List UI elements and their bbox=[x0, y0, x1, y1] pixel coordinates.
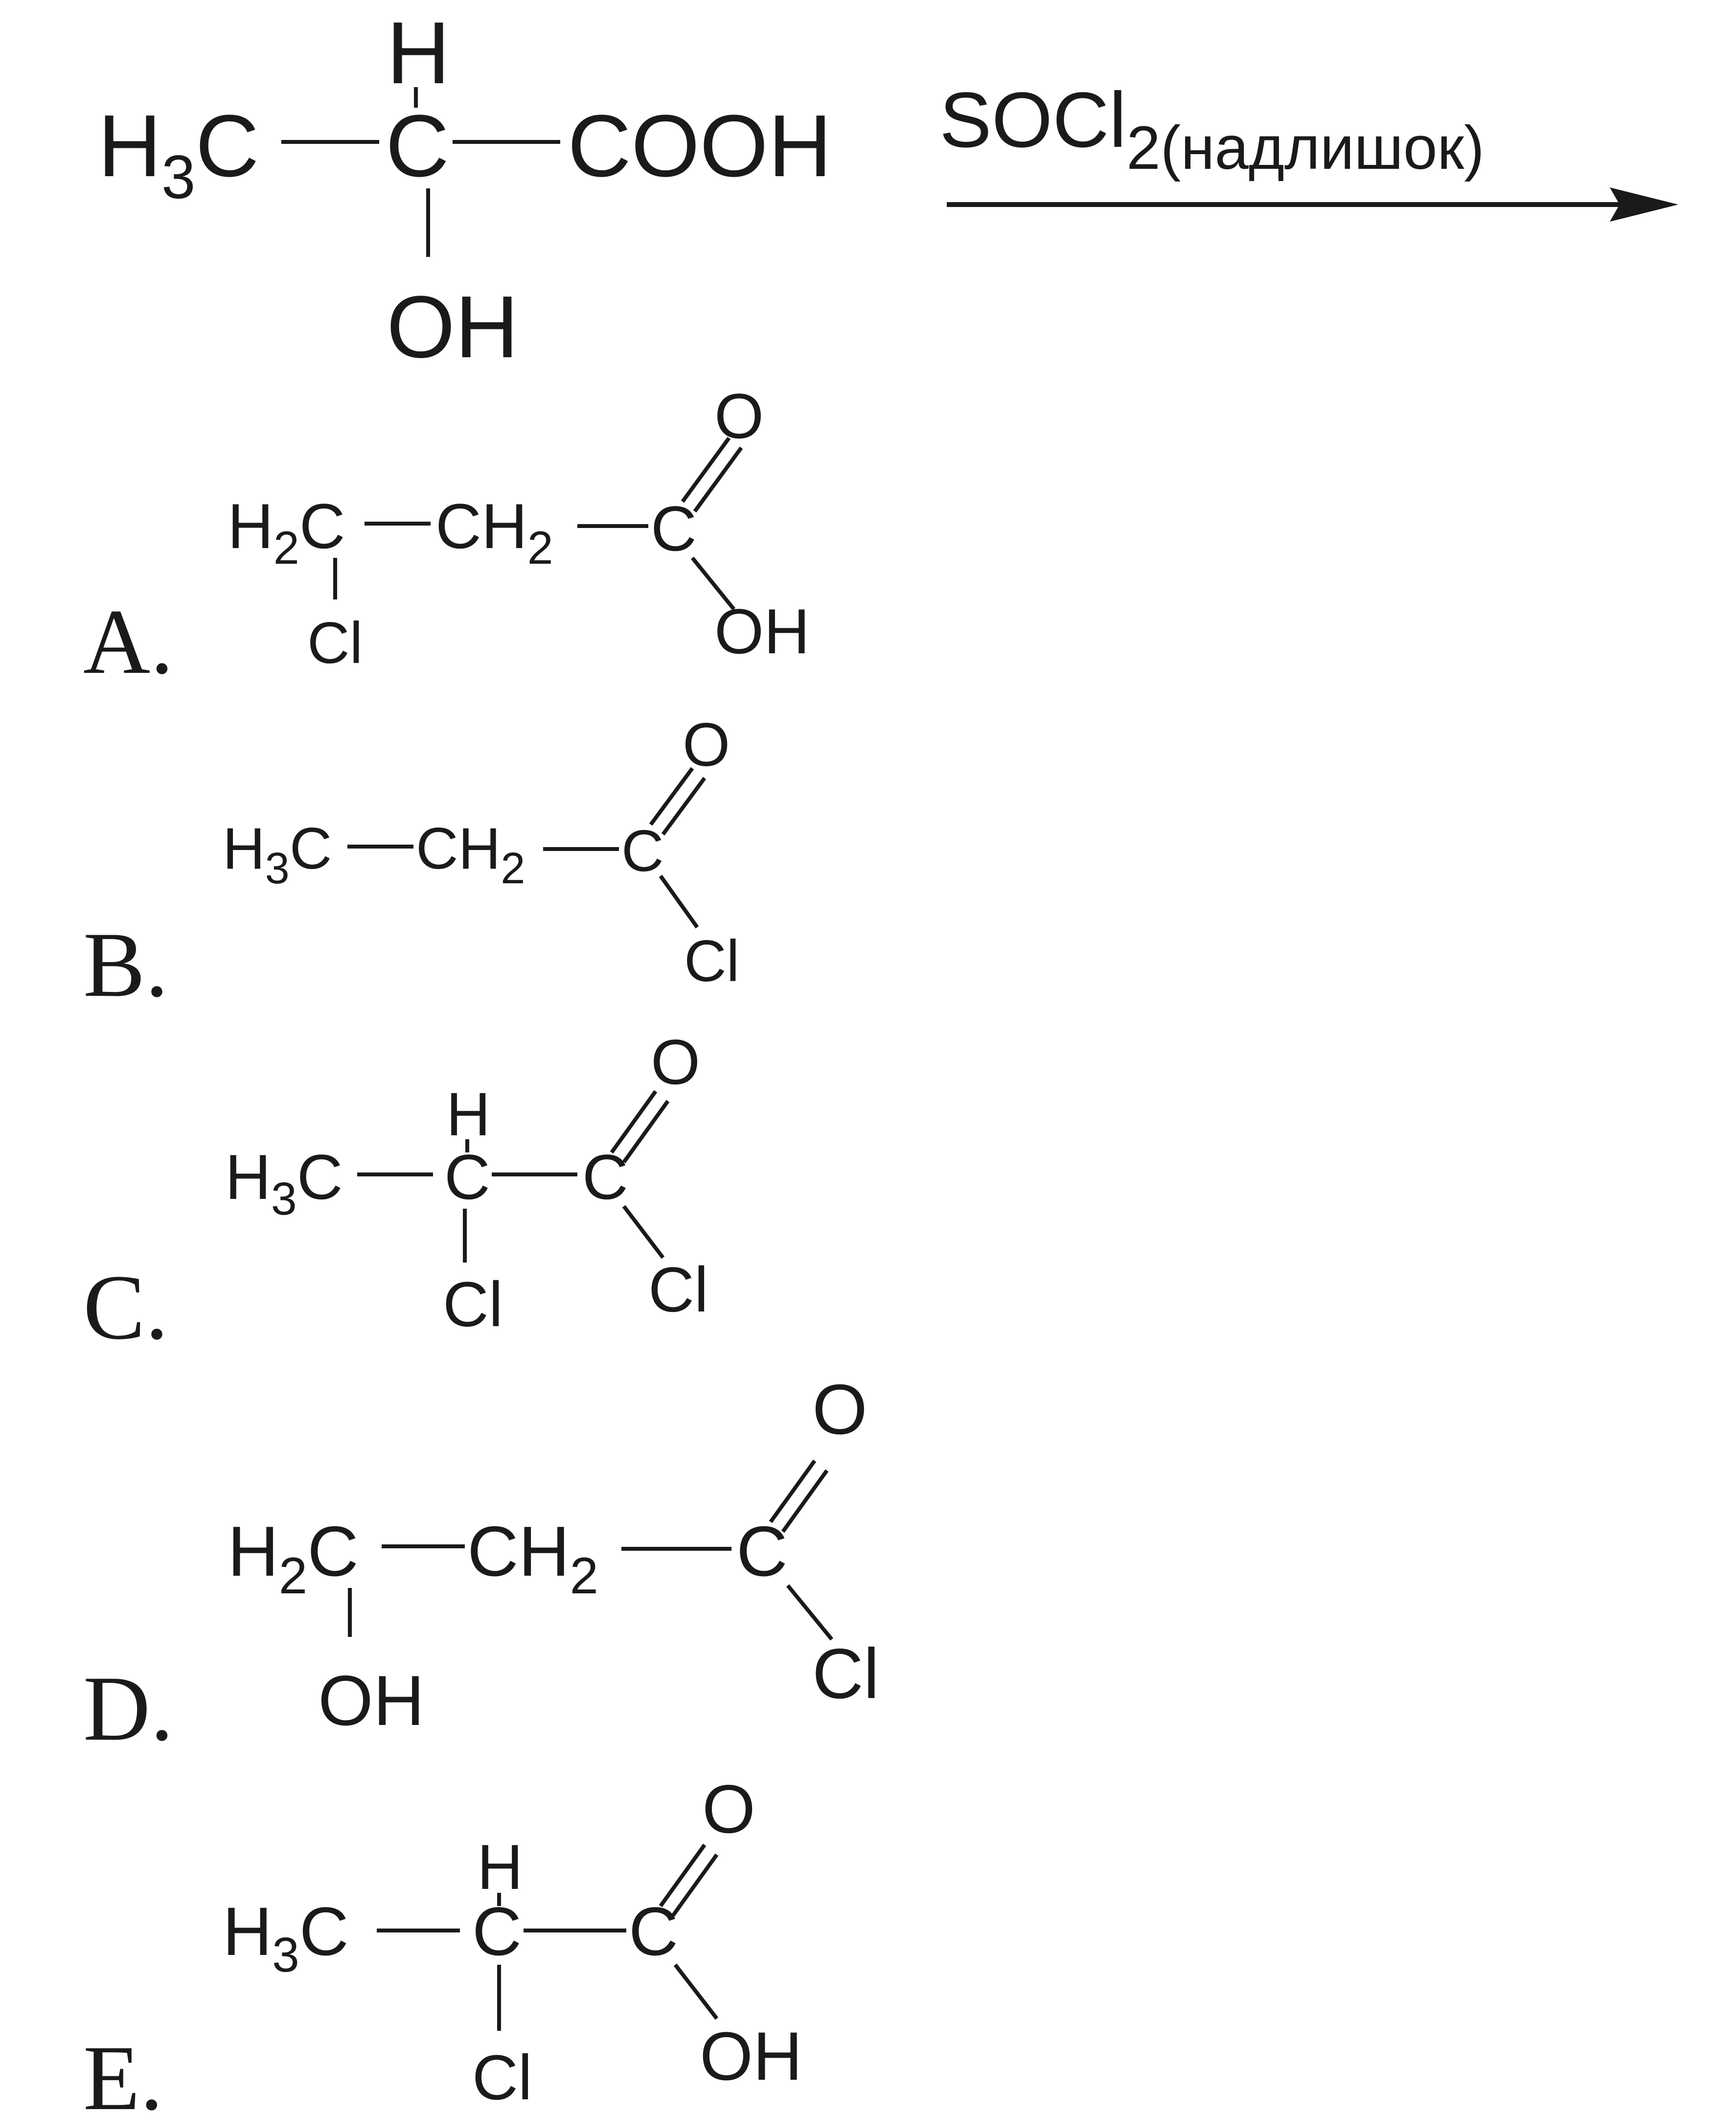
option-c-double-bond-2 bbox=[622, 1100, 670, 1164]
option-e-letter: E. bbox=[83, 2027, 163, 2114]
option-a-bond-oh bbox=[690, 556, 736, 611]
option-a-double-bond-2 bbox=[693, 446, 743, 513]
option-b-c-carbonyl: C bbox=[621, 818, 664, 884]
option-b-bond-cl bbox=[659, 874, 699, 929]
option-a-ch2: CH2 bbox=[435, 490, 553, 574]
option-d-c-carbonyl: C bbox=[736, 1512, 788, 1591]
option-a[interactable]: A. H2C CH2 C O OH Cl bbox=[83, 380, 810, 693]
option-c-h3c: H3C bbox=[225, 1141, 343, 1225]
reactant-oh: OH bbox=[387, 278, 519, 376]
reactant-h3c-h: H3C bbox=[98, 97, 259, 211]
option-e-c-carbonyl: C bbox=[629, 1893, 678, 1970]
option-e-oh: OH bbox=[700, 2018, 802, 2094]
option-e-bond-oh bbox=[673, 1963, 719, 2020]
reactant-cooh: COOH bbox=[568, 97, 832, 195]
option-d-cl: Cl bbox=[812, 1634, 879, 1713]
option-b-h3c: H3C bbox=[223, 816, 332, 893]
option-c[interactable]: C. H3C H C C O Cl Cl bbox=[83, 1026, 708, 1359]
reaction-conditions: SOCl2(надлишок) bbox=[939, 76, 1678, 222]
option-e-o: O bbox=[702, 1770, 755, 1847]
option-b-double-bond-1 bbox=[649, 767, 694, 826]
option-e-c-alpha: C bbox=[472, 1893, 522, 1970]
option-d-ch2: CH2 bbox=[467, 1512, 598, 1605]
reaction-arrow-head bbox=[1610, 187, 1678, 222]
option-c-cl-down: Cl bbox=[443, 1268, 503, 1340]
option-a-o: O bbox=[714, 380, 764, 452]
option-d-o: O bbox=[812, 1370, 868, 1449]
option-d-double-bond-1 bbox=[769, 1459, 817, 1523]
option-b-cl: Cl bbox=[684, 928, 739, 994]
option-e-double-bond-1 bbox=[659, 1843, 707, 1907]
option-c-double-bond-1 bbox=[610, 1090, 658, 1154]
option-a-letter: A. bbox=[83, 591, 174, 693]
option-b-o: O bbox=[683, 711, 730, 779]
option-b-ch2: CH2 bbox=[416, 816, 525, 893]
option-d-letter: D. bbox=[83, 1657, 174, 1760]
option-c-h-top: H bbox=[446, 1080, 490, 1149]
option-a-c-carbonyl: C bbox=[651, 493, 697, 564]
reactant-structure: H3C H C COOH OH bbox=[98, 4, 832, 376]
option-d-oh: OH bbox=[318, 1661, 425, 1740]
option-a-h2c: H2C bbox=[228, 490, 345, 574]
reactant-c-center: C bbox=[386, 97, 449, 195]
option-a-cl: Cl bbox=[307, 610, 363, 676]
option-e-double-bond-2 bbox=[671, 1853, 719, 1917]
reagent-label: SOCl2(надлишок) bbox=[939, 76, 1485, 182]
option-c-o: O bbox=[651, 1026, 700, 1098]
option-e[interactable]: E. H3C H C C O OH Cl bbox=[83, 1770, 802, 2114]
option-c-bond-cl-right bbox=[622, 1205, 665, 1259]
option-e-h-top: H bbox=[477, 1831, 523, 1903]
option-a-oh: OH bbox=[714, 596, 810, 667]
option-e-h3c: H3C bbox=[223, 1893, 349, 1982]
option-d[interactable]: D. H2C CH2 C O Cl OH bbox=[83, 1370, 879, 1760]
option-d-h2c: H2C bbox=[228, 1512, 359, 1605]
option-c-cl-right: Cl bbox=[648, 1254, 708, 1325]
option-b[interactable]: B. H3C CH2 C O Cl bbox=[83, 711, 739, 1016]
option-c-c-carbonyl: C bbox=[582, 1141, 628, 1213]
option-d-bond-cl bbox=[786, 1584, 834, 1641]
option-b-double-bond-2 bbox=[661, 777, 707, 836]
option-c-letter: C. bbox=[83, 1256, 168, 1359]
option-d-double-bond-2 bbox=[781, 1469, 829, 1533]
option-e-cl: Cl bbox=[472, 2042, 532, 2113]
reactant-h-top: H bbox=[387, 4, 450, 102]
option-a-double-bond-1 bbox=[681, 437, 731, 503]
option-b-letter: B. bbox=[83, 914, 168, 1016]
option-c-c-alpha: C bbox=[444, 1141, 490, 1213]
